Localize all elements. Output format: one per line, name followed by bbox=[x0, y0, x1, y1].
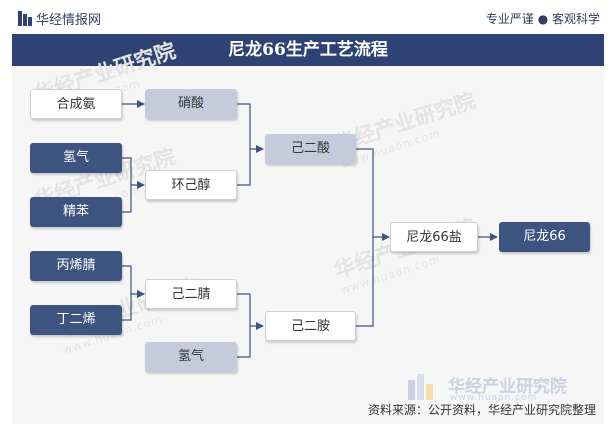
footer-logo-text: 华经产业研究院 bbox=[448, 377, 567, 397]
node-nylon-66: 尼龙66 bbox=[499, 222, 590, 252]
header: 华经情报网 专业严谨 ● 客观科学 bbox=[0, 0, 612, 34]
connector-hydrogen-cyclohexanol bbox=[122, 157, 145, 189]
footer-logo-icon bbox=[408, 374, 433, 400]
connector-nitric-adipic bbox=[237, 103, 264, 153]
connector-hydrogen2-hexanediamine bbox=[237, 326, 251, 358]
connector-cyclohexanol-adipic bbox=[237, 149, 251, 186]
node-hydrogen-2: 氢气 bbox=[145, 342, 237, 372]
node-nitric-acid: 硝酸 bbox=[145, 89, 237, 119]
tagline: 专业严谨 ● 客观科学 bbox=[485, 12, 600, 26]
node-adipic-acid: 己二酸 bbox=[265, 134, 356, 164]
node-acrylonitrile: 丙烯腈 bbox=[30, 251, 122, 281]
diagram-title: 尼龙66生产工艺流程 bbox=[12, 34, 604, 66]
logo-icon bbox=[18, 11, 32, 26]
connector-adipic-salt bbox=[356, 148, 390, 241]
footer-url: www.huaon.com bbox=[450, 393, 538, 403]
footer-logo: 华经产业研究院 www.huaon.com bbox=[408, 372, 598, 403]
logo-text: 华经情报网 bbox=[36, 13, 102, 28]
connector-acrylonitrile-adiponitrile bbox=[122, 265, 145, 298]
node-nylon-salt: 尼龙66盐 bbox=[390, 222, 478, 252]
connector-hexanediamine-salt bbox=[356, 237, 374, 327]
node-butadiene: 丁二烯 bbox=[30, 305, 122, 335]
connector-benzene-cyclohexanol bbox=[122, 185, 132, 213]
node-ammonia-synthesis: 合成氨 bbox=[30, 89, 122, 119]
node-hydrogen: 氢气 bbox=[30, 143, 122, 173]
node-adiponitrile: 己二腈 bbox=[145, 279, 237, 309]
node-benzene: 精苯 bbox=[30, 197, 122, 227]
node-cyclohexanol: 环己醇 bbox=[145, 170, 237, 200]
source-note: 资料来源：公开资料，华经产业研究院整理 bbox=[365, 401, 598, 418]
node-hexanediamine: 己二胺 bbox=[265, 311, 356, 341]
connector-butadiene-adiponitrile bbox=[122, 294, 132, 321]
connector-adiponitrile-hexanediamine bbox=[237, 293, 264, 330]
